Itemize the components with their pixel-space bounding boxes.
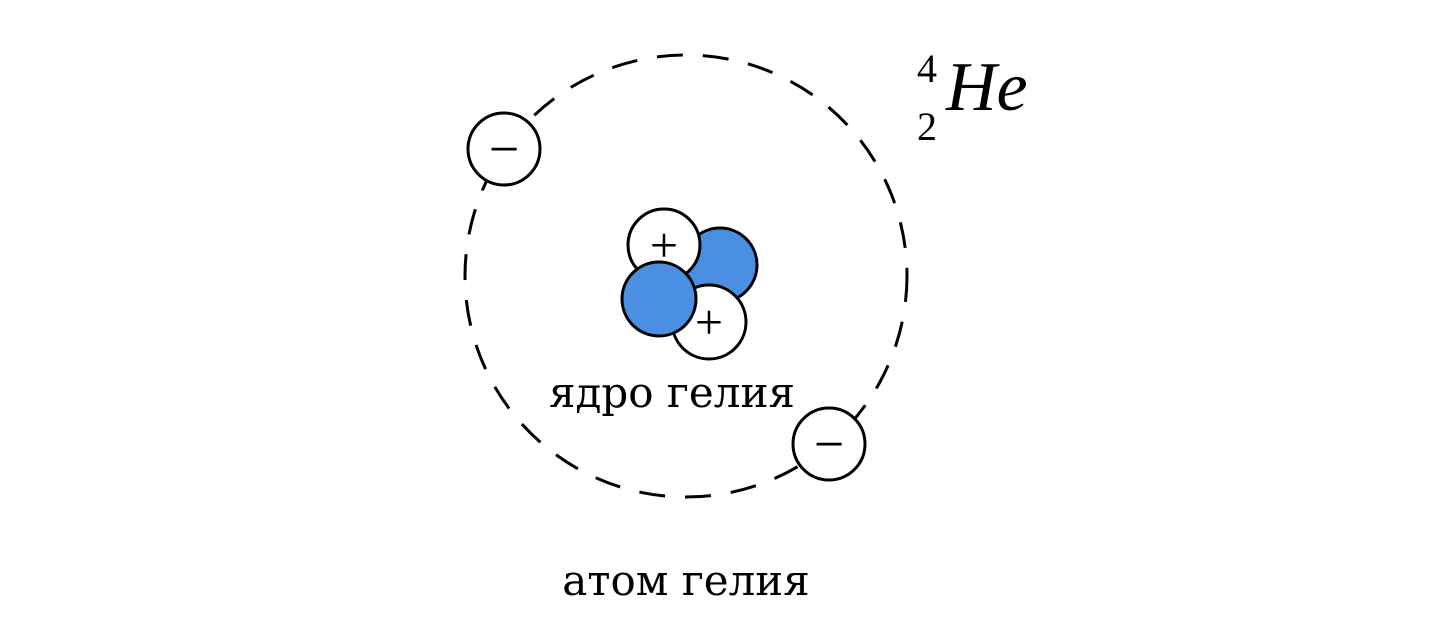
electron-circle — [791, 406, 867, 482]
atom-label: атом гелия — [562, 556, 810, 605]
electron-sign: − — [814, 414, 844, 474]
proton-sign: + — [695, 294, 723, 350]
electron: − — [466, 111, 542, 187]
electron-orbit — [463, 53, 909, 499]
electron-sign: − — [489, 119, 519, 179]
electron-circle — [466, 111, 542, 187]
electron: − — [791, 406, 867, 482]
isotope-notation: 4 2 He — [917, 46, 1028, 149]
nucleus-label: ядро гелия — [549, 368, 795, 417]
mass-number: 4 — [917, 46, 937, 91]
helium-nucleus: + + — [620, 207, 759, 361]
atomic-number: 2 — [917, 104, 937, 149]
neutron — [620, 260, 698, 338]
element-symbol: He — [945, 49, 1028, 126]
